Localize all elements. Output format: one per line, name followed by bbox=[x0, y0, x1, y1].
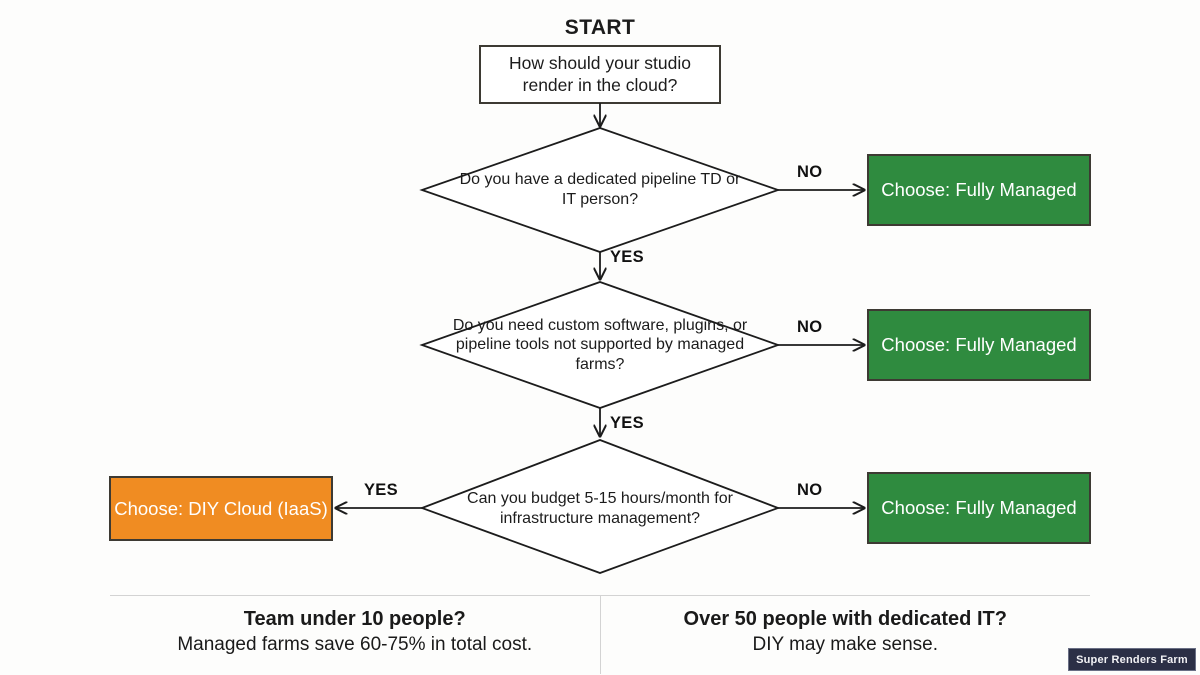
decision-1-shape bbox=[419, 127, 781, 253]
watermark-badge: Super Renders Farm bbox=[1068, 648, 1196, 671]
outcome-diy-shape bbox=[109, 476, 333, 541]
footer-column-right: Over 50 people with dedicated IT? DIY ma… bbox=[599, 596, 1091, 674]
decision-2-shape bbox=[419, 281, 781, 409]
edge-label-d3-no: NO bbox=[797, 481, 823, 499]
edge-label-d3-yes: YES bbox=[364, 481, 398, 499]
start-box-shape bbox=[479, 45, 721, 104]
start-caption: START bbox=[564, 16, 636, 39]
edge-label-d1-no: NO bbox=[797, 163, 823, 181]
watermark-label: Super Renders Farm bbox=[1076, 653, 1188, 666]
decision-3-shape bbox=[419, 439, 781, 574]
outcome-managed-3-shape bbox=[867, 472, 1091, 544]
footer-left-subtitle: Managed farms save 60-75% in total cost. bbox=[177, 634, 533, 655]
edge-label-d2-yes: YES bbox=[610, 414, 644, 432]
footer-right-subtitle: DIY may make sense. bbox=[752, 634, 938, 655]
edge-label-d2-no: NO bbox=[797, 318, 823, 336]
footer-summary: Team under 10 people? Managed farms save… bbox=[110, 595, 1090, 674]
footer-right-title: Over 50 people with dedicated IT? bbox=[683, 608, 1007, 630]
edge-label-d1-yes: YES bbox=[610, 248, 644, 266]
footer-column-left: Team under 10 people? Managed farms save… bbox=[110, 596, 600, 674]
footer-left-title: Team under 10 people? bbox=[243, 608, 466, 630]
outcome-managed-1-shape bbox=[867, 154, 1091, 226]
outcome-managed-2-shape bbox=[867, 309, 1091, 381]
